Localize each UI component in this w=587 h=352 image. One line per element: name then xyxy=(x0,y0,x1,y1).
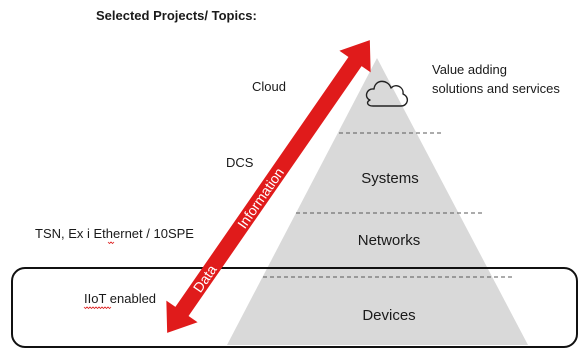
tsn-label: TSN, Ex i Ethernet / 10SPE xyxy=(35,226,194,241)
arrow-text-information: Information xyxy=(234,165,287,232)
level-systems-label: Systems xyxy=(361,170,419,187)
double-arrow-shape xyxy=(166,40,371,333)
spellcheck-underline xyxy=(83,306,112,310)
level-devices-label: Devices xyxy=(362,307,415,324)
cloud-label: Cloud xyxy=(252,79,286,94)
spellcheck-underline xyxy=(107,241,115,245)
page-title: Selected Projects/ Topics: xyxy=(96,8,257,23)
dcs-label: DCS xyxy=(226,155,254,170)
devices-highlight-box xyxy=(11,267,578,348)
top-note-line1: Value adding xyxy=(432,62,507,77)
cloud-icon xyxy=(365,80,408,107)
level-networks-label: Networks xyxy=(358,232,421,249)
top-note-line2: solutions and services xyxy=(432,81,560,96)
iiot-label: IIoT enabled xyxy=(84,291,156,306)
pyramid xyxy=(227,58,528,345)
